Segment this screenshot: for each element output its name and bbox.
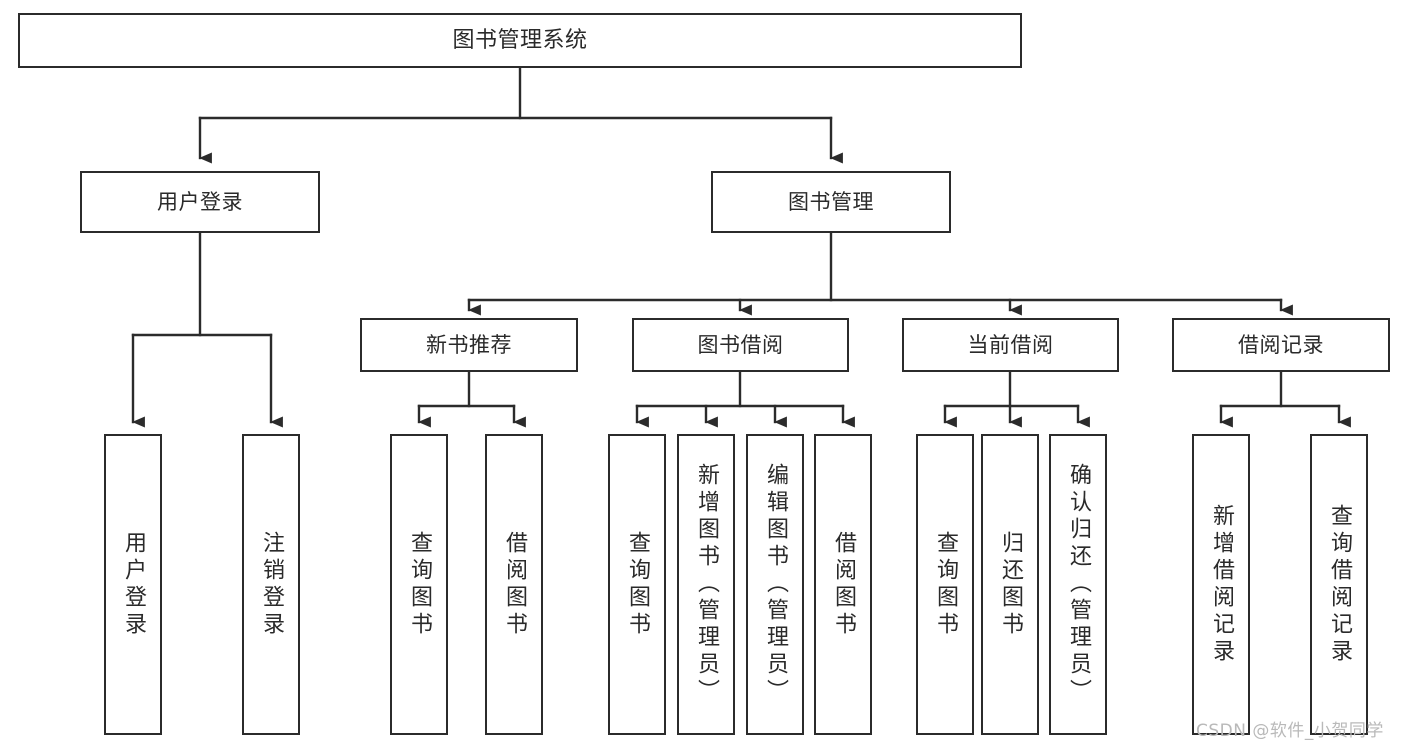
node-label: 借阅记录 [1238, 332, 1324, 357]
node-label: 注销登录 [259, 530, 284, 639]
node-label: 当前借阅 [967, 332, 1054, 357]
node-label: 查询图书 [625, 530, 650, 639]
leaf-user-login-login[interactable]: 用户登录 [104, 434, 162, 735]
leaf-current-borrow-query[interactable]: 查询图书 [916, 434, 974, 735]
node-label: 用户登录 [121, 530, 146, 639]
node-label: 新增图书（管理员） [694, 463, 719, 706]
leaf-current-borrow-return[interactable]: 归还图书 [981, 434, 1039, 735]
node-label: 用户登录 [157, 189, 243, 214]
node-label: 图书管理系统 [452, 27, 588, 53]
node-book-borrow[interactable]: 图书借阅 [632, 318, 849, 372]
node-label: 查询图书 [407, 530, 432, 639]
leaf-new-book-query[interactable]: 查询图书 [390, 434, 448, 735]
leaf-borrow-record-add[interactable]: 新增借阅记录 [1192, 434, 1250, 735]
leaf-user-login-logout[interactable]: 注销登录 [242, 434, 300, 735]
node-user-login[interactable]: 用户登录 [80, 171, 320, 233]
node-borrow-record[interactable]: 借阅记录 [1172, 318, 1390, 372]
node-root-system[interactable]: 图书管理系统 [18, 13, 1022, 68]
node-label: 借阅图书 [502, 530, 527, 639]
node-label: 编辑图书（管理员） [763, 463, 788, 706]
leaf-book-borrow-query[interactable]: 查询图书 [608, 434, 666, 735]
node-label: 查询图书 [933, 530, 958, 639]
node-book-management[interactable]: 图书管理 [711, 171, 951, 233]
node-label: 图书管理 [788, 189, 874, 214]
leaf-book-borrow-edit[interactable]: 编辑图书（管理员） [746, 434, 804, 735]
leaf-current-borrow-confirm-return[interactable]: 确认归还（管理员） [1049, 434, 1107, 735]
node-label: 图书借阅 [697, 332, 784, 357]
leaf-book-borrow-add[interactable]: 新增图书（管理员） [677, 434, 735, 735]
leaf-new-book-borrow[interactable]: 借阅图书 [485, 434, 543, 735]
node-label: 新书推荐 [426, 332, 512, 357]
node-label: 归还图书 [998, 530, 1023, 639]
csdn-watermark: CSDN @软件_小贺同学 [1196, 721, 1384, 741]
node-label: 借阅图书 [831, 530, 856, 639]
node-label: 查询借阅记录 [1327, 503, 1352, 666]
leaf-borrow-record-query[interactable]: 查询借阅记录 [1310, 434, 1368, 735]
node-label: 新增借阅记录 [1209, 503, 1234, 666]
leaf-book-borrow-borrow[interactable]: 借阅图书 [814, 434, 872, 735]
node-new-book-recommend[interactable]: 新书推荐 [360, 318, 578, 372]
node-label: 确认归还（管理员） [1066, 463, 1091, 706]
node-current-borrow[interactable]: 当前借阅 [902, 318, 1119, 372]
